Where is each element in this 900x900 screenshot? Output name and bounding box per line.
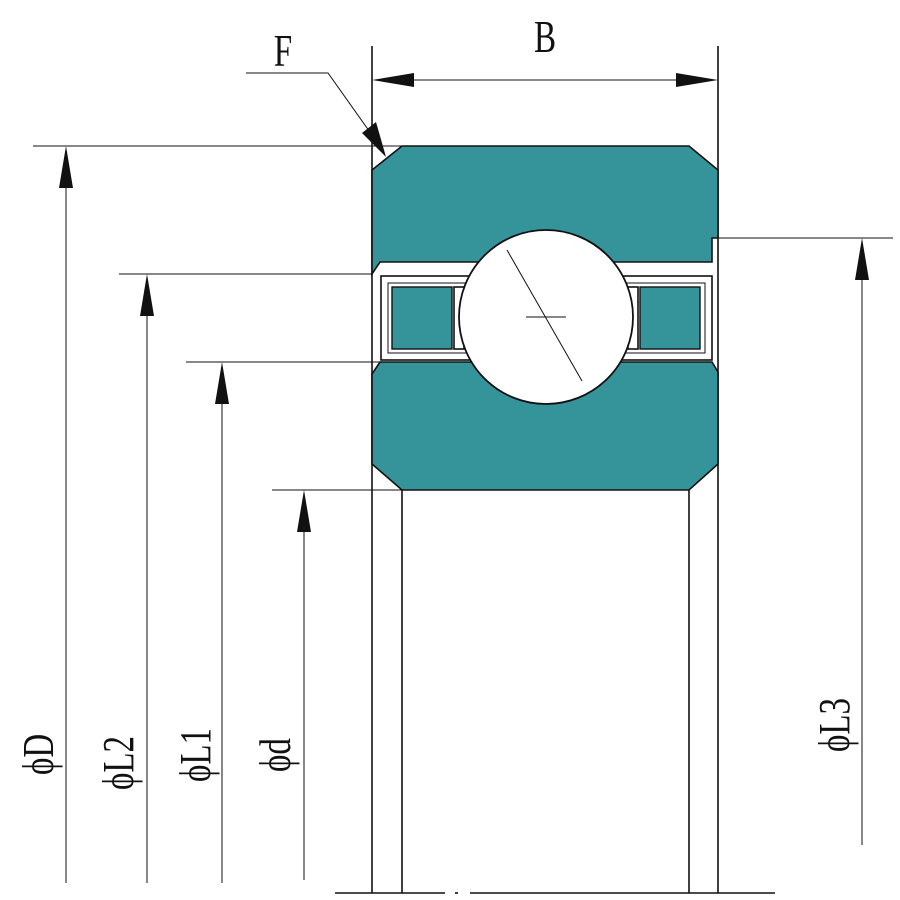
- label-phi-L3: ϕL3: [811, 698, 860, 752]
- dimension-phi-d: ϕd: [252, 489, 402, 880]
- bearing-section: [371, 145, 719, 491]
- inner-ring: [371, 361, 719, 491]
- label-phi-L2: ϕL2: [95, 736, 144, 790]
- dimension-phi-L2: ϕL2: [95, 273, 372, 883]
- dimension-B: B: [372, 11, 718, 87]
- dimension-phi-L3: ϕL3: [712, 237, 893, 845]
- dimension-phi-L1: ϕL1: [172, 361, 380, 883]
- dimension-phi-D: ϕD: [15, 145, 402, 883]
- cage-pocket-left: [391, 286, 453, 350]
- label-B: B: [534, 11, 556, 63]
- outer-ring: [371, 145, 719, 277]
- label-phi-D: ϕD: [15, 734, 64, 775]
- cage-pocket-right: [639, 286, 701, 350]
- leader-F: F: [246, 25, 386, 157]
- label-phi-d: ϕd: [252, 738, 301, 772]
- label-phi-L1: ϕL1: [172, 728, 221, 782]
- label-F: F: [274, 25, 292, 77]
- contact-angle-line: [506, 249, 583, 382]
